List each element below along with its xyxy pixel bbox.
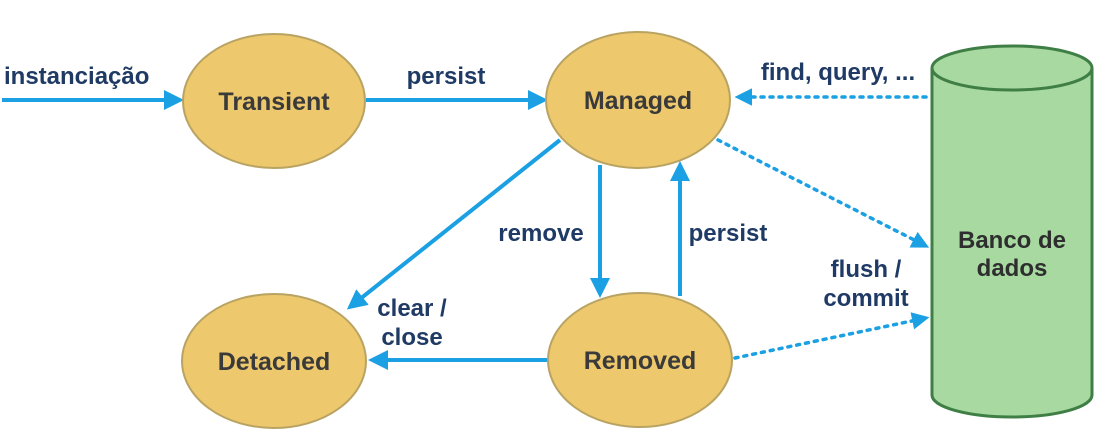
edge-label-clear-close-line2: close — [381, 324, 442, 351]
database-top — [930, 44, 1094, 92]
state-detached-label: Detached — [218, 348, 331, 376]
edge-label-find-query: find, query, ... — [761, 59, 915, 86]
edge-managed-detached-arrow — [346, 138, 562, 310]
state-detached-shape — [181, 293, 367, 429]
edge-label-persist-back: persist — [689, 220, 768, 247]
state-removed-label: Removed — [584, 347, 697, 375]
edge-label-instanciacao: instanciação — [4, 63, 149, 90]
state-managed-shape — [545, 31, 731, 169]
state-transient-shape — [182, 33, 366, 169]
edge-label-flush-commit-line1: flush / — [831, 256, 902, 283]
state-managed: Managed — [545, 31, 731, 169]
edge-flush-commit-arrow — [733, 312, 930, 360]
database-label-line2: dados — [977, 255, 1048, 282]
edge-label-flush-commit-line2: commit — [823, 285, 908, 312]
edge-managed-to-database-arrow — [716, 138, 930, 248]
database-label-line1: Banco de — [958, 227, 1066, 254]
state-managed-label: Managed — [584, 87, 692, 115]
state-transient: Transient — [182, 33, 366, 169]
state-removed: Removed — [547, 292, 733, 428]
state-removed-shape — [547, 292, 733, 428]
database-cylinder: Banco de dados — [930, 44, 1094, 419]
state-transient-label: Transient — [218, 88, 330, 116]
database-body — [930, 68, 1094, 419]
state-detached: Detached — [181, 293, 367, 429]
edge-label-remove: remove — [498, 220, 583, 247]
edge-label-clear-close-line1: clear / — [377, 295, 447, 322]
edge-label-persist-top: persist — [407, 63, 486, 90]
